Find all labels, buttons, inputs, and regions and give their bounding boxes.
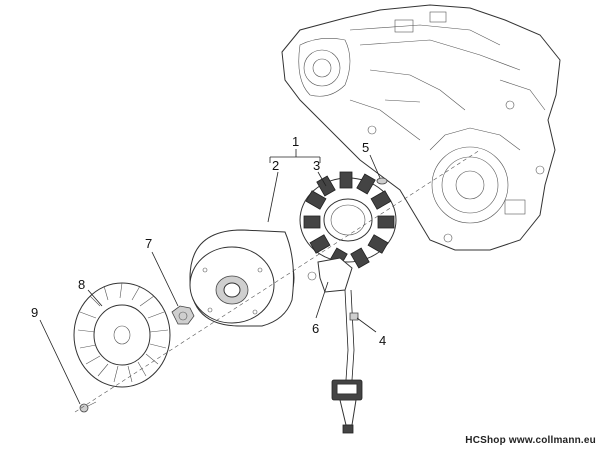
leader-lines <box>39 149 381 405</box>
callout-4: 4 <box>379 333 386 348</box>
fan-screw <box>79 401 97 413</box>
callout-9: 9 <box>31 305 38 320</box>
callout-6: 6 <box>312 321 319 336</box>
callout-3: 3 <box>313 158 320 173</box>
shop-watermark: HCShop www.collmann.eu <box>465 435 596 446</box>
crankcase-housing <box>281 4 561 251</box>
stator <box>299 171 397 381</box>
wire-connector <box>331 379 363 434</box>
callout-2: 2 <box>272 158 279 173</box>
callout-5: 5 <box>362 140 369 155</box>
woodruff-key <box>376 177 388 185</box>
stator-screw <box>349 312 359 321</box>
cooling-fan <box>73 282 171 388</box>
flywheel-nut <box>171 305 195 325</box>
assembly-axis <box>74 149 481 413</box>
callout-7: 7 <box>145 236 152 251</box>
callout-8: 8 <box>78 277 85 292</box>
callout-1: 1 <box>292 134 299 149</box>
callout-labels: 1 2 3 4 5 6 7 8 9 <box>31 134 386 348</box>
flywheel-rotor <box>189 229 295 327</box>
